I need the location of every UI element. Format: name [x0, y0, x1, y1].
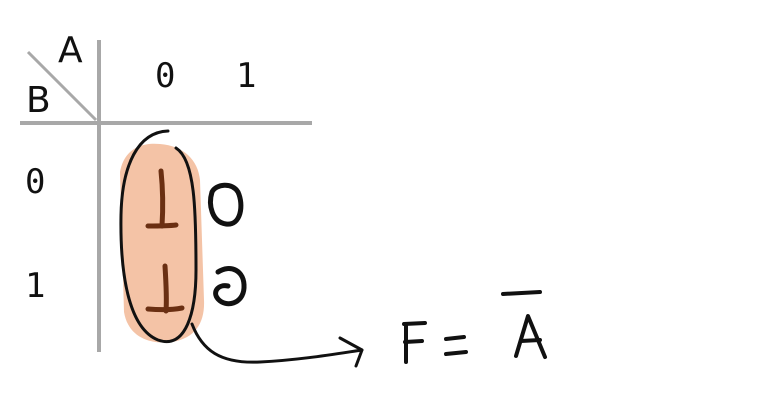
- corner-diagonal: [26, 50, 98, 122]
- cell-value-0-0: [145, 168, 179, 229]
- group-loop: [119, 129, 198, 344]
- cell-value-1-0: [145, 263, 185, 314]
- overbar: [501, 290, 542, 296]
- row-header-1: 1: [25, 266, 45, 306]
- cell-value-1-1: [213, 266, 247, 307]
- expression: [402, 290, 547, 364]
- arrowhead: [338, 336, 364, 368]
- row-variable-label: B: [26, 80, 51, 121]
- column-variable-label: A: [58, 30, 83, 71]
- column-header-0: 0: [155, 56, 175, 96]
- column-header-1: 1: [236, 56, 256, 96]
- expression-rhs: [501, 290, 547, 359]
- cell-value-0-1: [208, 182, 244, 227]
- row-header-0: 0: [25, 162, 45, 202]
- result-arrow: [190, 322, 364, 364]
- expression-lhs: [402, 321, 427, 364]
- expression-equals: [444, 335, 468, 356]
- group-highlight: [120, 143, 205, 343]
